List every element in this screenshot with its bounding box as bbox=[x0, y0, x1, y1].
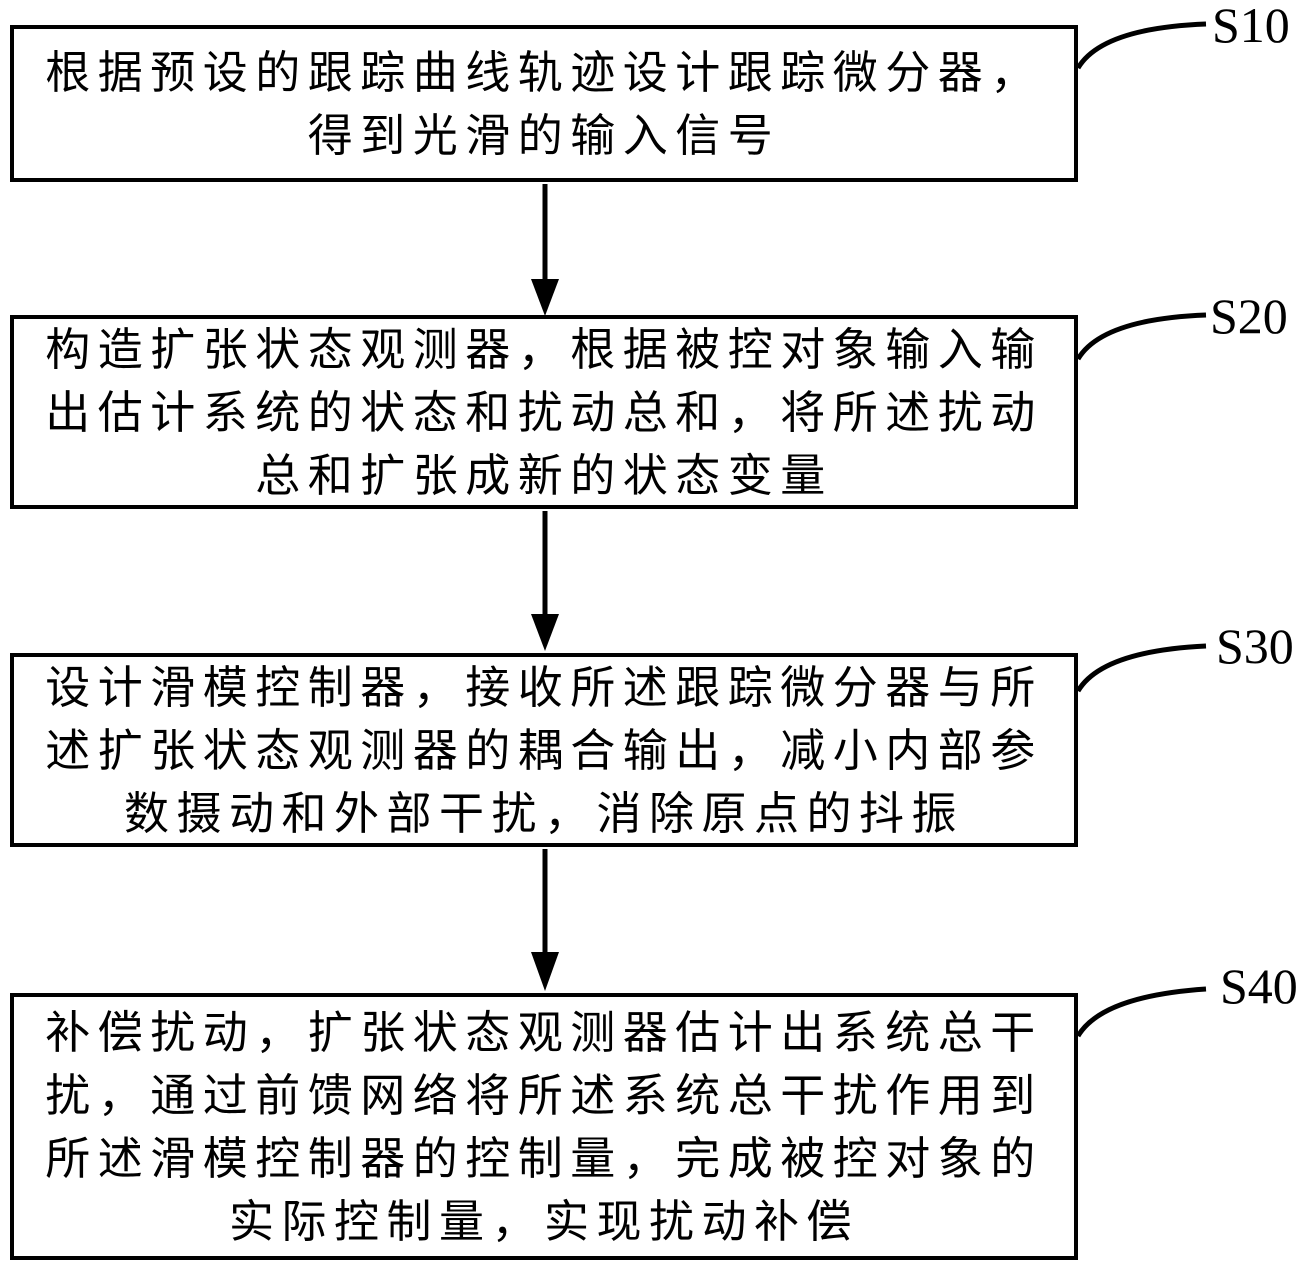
step-text-line: 得到光滑的输入信号 bbox=[307, 108, 781, 162]
step-box-s40: 补偿扰动，扩张状态观测器估计出系统总干 扰，通过前馈网络将所述系统总干扰作用到 … bbox=[10, 993, 1078, 1260]
step-text-line: 根据预设的跟踪曲线轨迹设计跟踪微分器， bbox=[45, 45, 1043, 99]
flow-arrow-1 bbox=[531, 184, 559, 316]
step-text-line: 述扩张状态观测器的耦合输出，减小内部参 bbox=[45, 723, 1043, 777]
step-text-line: 所述滑模控制器的控制量，完成被控对象的 bbox=[45, 1131, 1043, 1185]
step-leader-s20 bbox=[1075, 312, 1207, 361]
step-text-line: 补偿扰动，扩张状态观测器估计出系统总干 bbox=[45, 1005, 1043, 1059]
step-leader-s30 bbox=[1075, 643, 1207, 693]
step-label-s40: S40 bbox=[1220, 958, 1298, 1014]
arrowhead-down-icon bbox=[531, 952, 559, 991]
step-text-line: 总和扩张成新的状态变量 bbox=[255, 448, 833, 502]
step-label-s20: S20 bbox=[1210, 288, 1288, 344]
step-text-line: 数摄动和外部干扰，消除原点的抖振 bbox=[123, 786, 964, 840]
step-text-line: 构造扩张状态观测器，根据被控对象输入输 bbox=[45, 322, 1043, 376]
step-text-line: 出估计系统的状态和扰动总和，将所述扰动 bbox=[45, 385, 1043, 439]
step-box-s10: 根据预设的跟踪曲线轨迹设计跟踪微分器， 得到光滑的输入信号 bbox=[10, 25, 1078, 182]
arrowhead-down-icon bbox=[531, 279, 559, 316]
step-box-s20: 构造扩张状态观测器，根据被控对象输入输 出估计系统的状态和扰动总和，将所述扰动 … bbox=[10, 315, 1078, 509]
step-leader-s40 bbox=[1075, 986, 1207, 1038]
arrowhead-down-icon bbox=[531, 614, 559, 651]
step-text-line: 实际控制量，实现扰动补偿 bbox=[228, 1194, 859, 1248]
step-leader-s10 bbox=[1075, 21, 1207, 70]
step-box-s30: 设计滑模控制器，接收所述跟踪微分器与所 述扩张状态观测器的耦合输出，减小内部参 … bbox=[10, 653, 1078, 847]
step-text-line: 扰，通过前馈网络将所述系统总干扰作用到 bbox=[45, 1068, 1043, 1122]
step-text-line: 设计滑模控制器，接收所述跟踪微分器与所 bbox=[45, 660, 1043, 714]
step-label-s30: S30 bbox=[1216, 618, 1294, 674]
step-label-s10: S10 bbox=[1212, 0, 1290, 53]
flow-arrow-2 bbox=[531, 511, 559, 651]
flow-arrow-3 bbox=[531, 849, 559, 991]
